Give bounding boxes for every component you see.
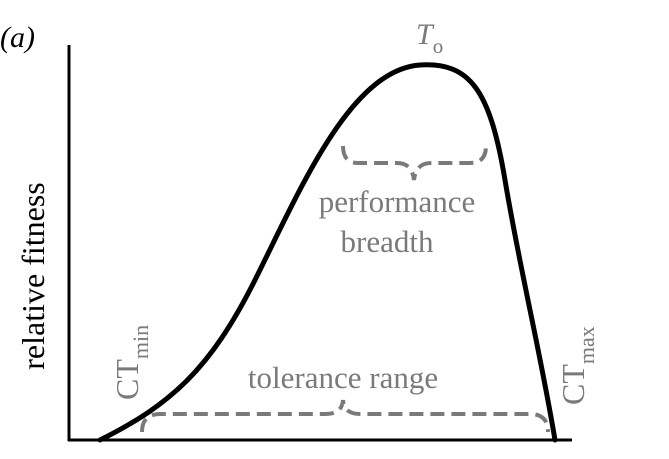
ct-min-sub: min xyxy=(128,325,153,359)
ct-max-sub: max xyxy=(574,326,599,364)
performance-breadth-label-line2: breadth xyxy=(341,224,434,259)
optimum-main: T xyxy=(416,18,435,51)
panel-label: (a) xyxy=(0,21,35,54)
tolerance-range-label: tolerance range xyxy=(248,360,438,395)
performance-curve xyxy=(97,62,558,443)
y-axis-label: relative fitness xyxy=(15,182,51,369)
ct-min-label: CTmin xyxy=(109,325,153,400)
performance-breadth-brace xyxy=(341,145,488,181)
ct-max-label: CTmax xyxy=(555,326,599,405)
ct-max-main: CT xyxy=(555,364,591,405)
tolerance-range-brace xyxy=(140,399,550,433)
ct-min-main: CT xyxy=(109,359,145,400)
optimum-sub: o xyxy=(433,34,444,58)
performance-breadth-label-line1: performance xyxy=(319,184,476,219)
optimum-temperature-label: To xyxy=(416,18,443,58)
